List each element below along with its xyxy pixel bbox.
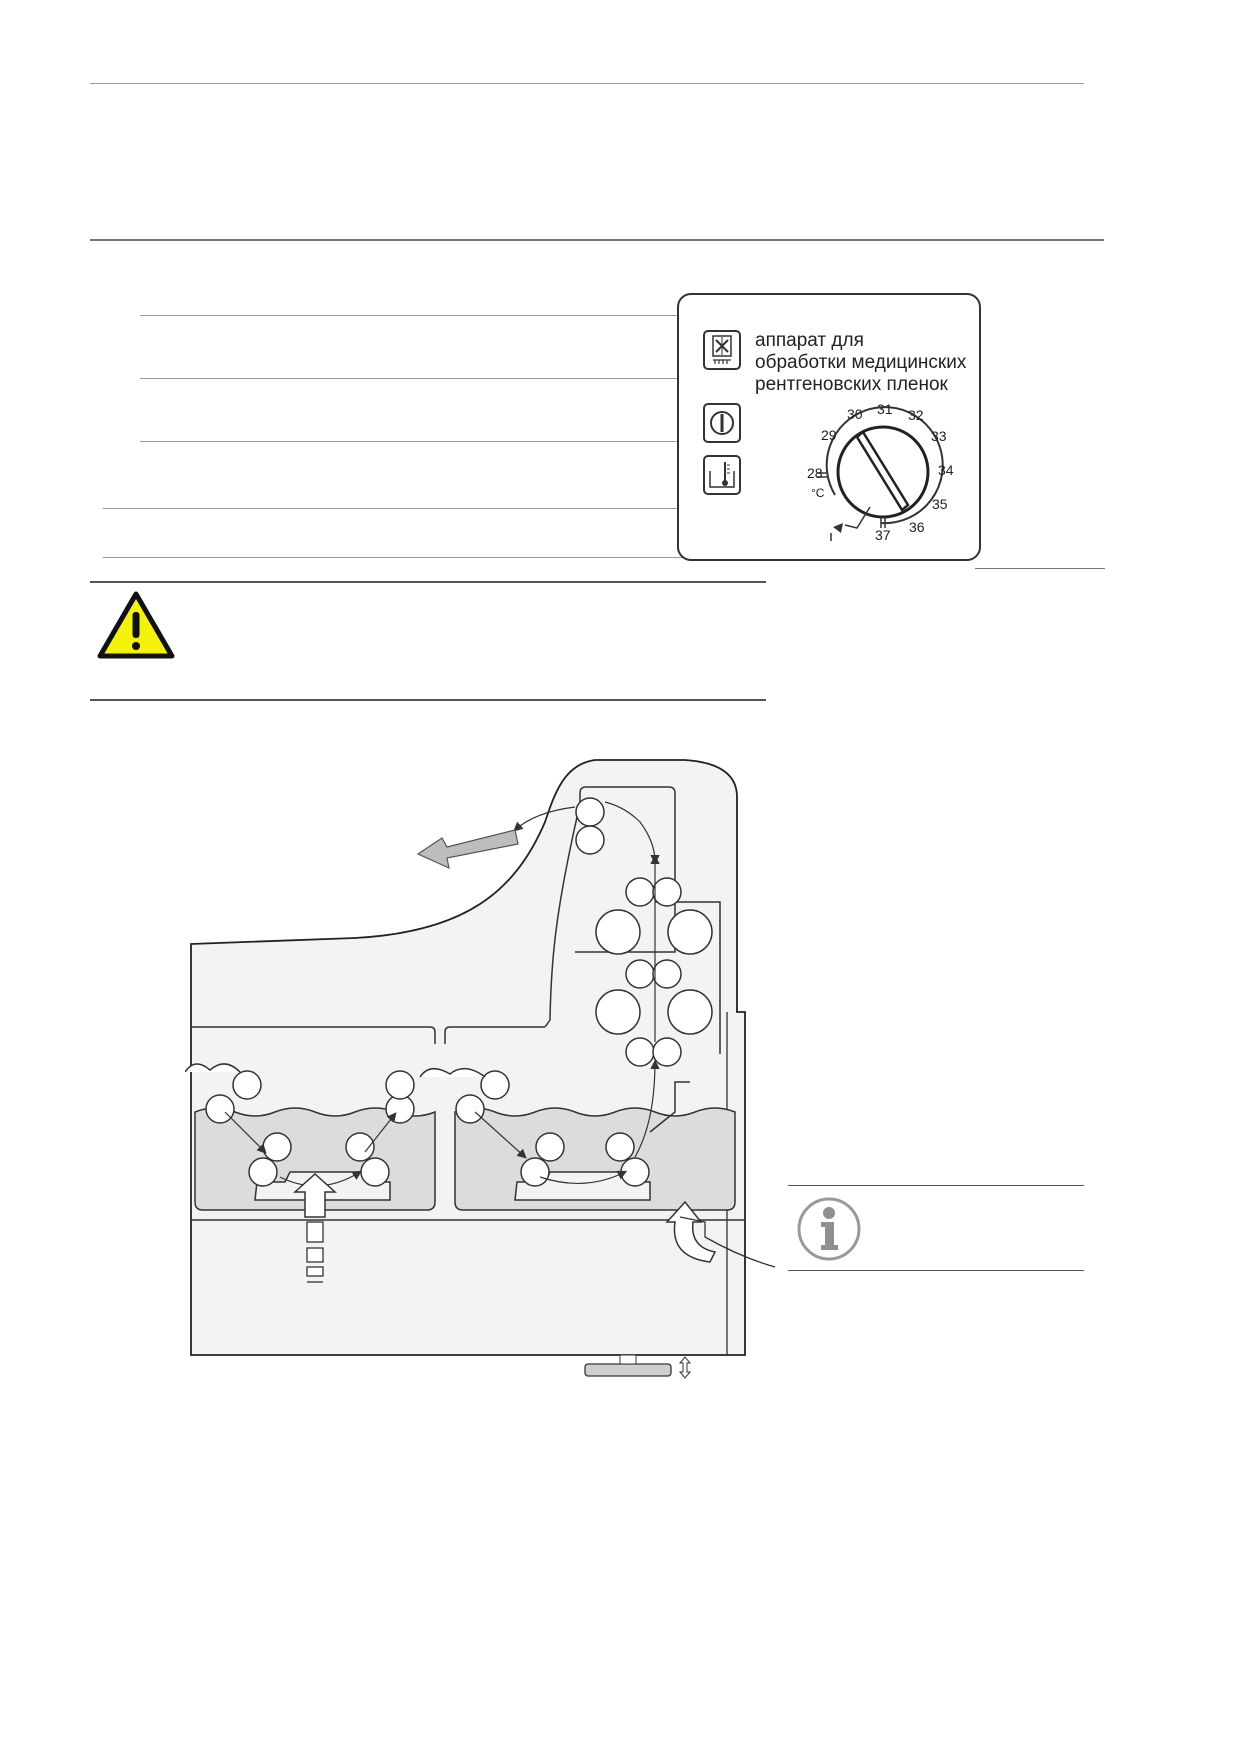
dial-pointer <box>855 430 910 512</box>
dial-tick-label: 37 <box>875 527 891 543</box>
warning-rule-bottom <box>90 699 766 701</box>
power-icon <box>710 411 734 435</box>
leader-line-4 <box>103 508 873 509</box>
height-adjust-arrow <box>678 1356 692 1379</box>
warning-triangle-icon <box>97 591 175 659</box>
dial-tick-label: 33 <box>931 428 947 444</box>
dial-tick-label: 28 <box>807 465 823 481</box>
air-inlet-arrow <box>665 1200 717 1263</box>
leader-line-2 <box>140 378 685 379</box>
dial-scale-arc <box>825 406 944 525</box>
thaw-icon <box>712 335 732 364</box>
temperature-dial[interactable]: 28 29 30 31 32 33 34 35 36 37 °C <box>795 395 975 545</box>
info-rule-top <box>788 1185 1084 1186</box>
dial-tick-label: 36 <box>909 519 925 535</box>
thermometer-icon <box>709 462 735 488</box>
dial-tick-label: 32 <box>908 407 924 423</box>
panel-bottom-rule <box>975 568 1105 569</box>
leader-line-1 <box>140 315 700 316</box>
dial-tick-label: 35 <box>932 496 948 512</box>
leader-line-3 <box>140 441 685 442</box>
water-inlet-arrow <box>293 1172 337 1218</box>
info-rule-bottom <box>788 1270 1084 1271</box>
film-exit-arrow <box>416 829 519 870</box>
device-label-line: аппарат для <box>755 330 864 351</box>
dryer-guide <box>575 786 676 953</box>
dial-tick-label: 30 <box>847 406 863 422</box>
dial-tick-label: 34 <box>938 462 954 478</box>
control-panel <box>677 293 981 561</box>
heater-button[interactable] <box>703 455 741 495</box>
device-label-line: рентгеновских пленок <box>755 374 948 395</box>
device-label: аппарат для обработки медицинских рентге… <box>755 330 980 396</box>
leveling-foot <box>584 1363 672 1377</box>
tank-divider <box>191 1026 545 1044</box>
dial-min-mark <box>833 523 843 533</box>
info-icon <box>797 1197 861 1261</box>
processor-cross-section-diagram <box>185 759 776 1379</box>
power-button[interactable] <box>703 403 741 443</box>
dial-leader <box>844 506 871 529</box>
thaw-button[interactable] <box>703 330 741 370</box>
warning-rule-top <box>90 581 766 583</box>
dial-tick-label: 31 <box>877 401 893 417</box>
header-rule-top <box>90 83 1084 84</box>
leader-line-5 <box>103 557 793 558</box>
dial-tick-label: 29 <box>821 427 837 443</box>
dial-unit-label: °C <box>811 486 825 500</box>
section-rule <box>90 239 1104 241</box>
device-label-line: обработки медицинских <box>755 352 967 373</box>
